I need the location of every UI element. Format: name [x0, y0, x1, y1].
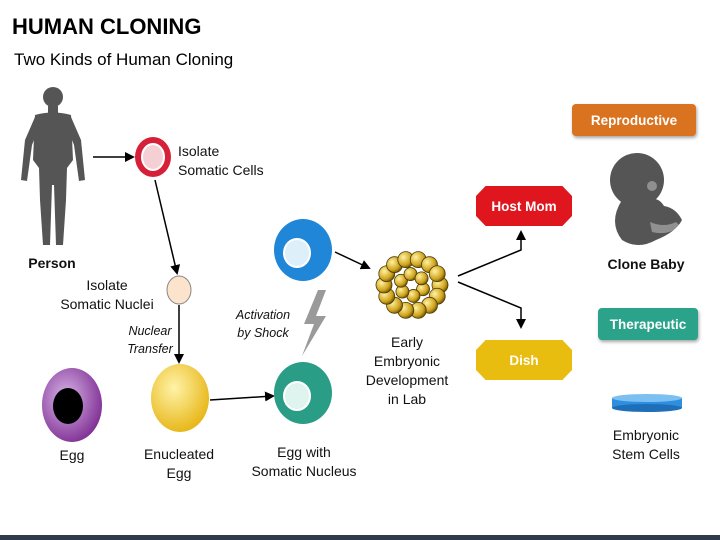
arrow-to-dish: [457, 281, 526, 329]
host-mom-box: Host Mom: [476, 186, 572, 226]
arrow-egg-to-fused: [209, 391, 275, 402]
arrow-to-host-mom: [457, 230, 526, 277]
page-subtitle: Two Kinds of Human Cloning: [14, 50, 234, 69]
therapeutic-box: Therapeutic: [598, 308, 698, 340]
embryo-cell: [414, 271, 429, 286]
egg-with-nucleus-label: Egg with Somatic Nucleus: [251, 444, 357, 479]
egg-icon: [42, 368, 102, 442]
clone-baby-label: Clone Baby: [607, 256, 685, 272]
somatic-cell-icon: [135, 137, 171, 177]
enucleated-egg-label: Enucleated Egg: [143, 446, 215, 481]
person-label: Person: [28, 255, 76, 271]
petri-disc-icon: [612, 394, 682, 412]
embryo-label: Early Embryonic Development in Lab: [365, 334, 449, 407]
embryo-cluster-icon: [375, 251, 449, 319]
lightning-icon: [302, 290, 326, 356]
enucleated-egg-icon: [151, 364, 209, 432]
arrow-cell-to-nucleus: [154, 179, 181, 275]
reproductive-box: Reproductive: [572, 104, 696, 136]
activated-cell-icon: [274, 219, 332, 281]
page-title: HUMAN CLONING: [12, 14, 202, 39]
arrow-cell-to-embryo: [334, 251, 371, 270]
egg-label: Egg: [59, 447, 85, 463]
footer-bar: [0, 535, 720, 540]
isolate-cells-label: Isolate Somatic Cells: [178, 143, 264, 178]
person-silhouette-icon: [21, 87, 85, 245]
embryo-cell: [394, 273, 408, 288]
egg-with-nucleus-icon: [274, 362, 332, 424]
fetus-icon: [610, 153, 682, 245]
nuclear-transfer-label: Nuclear Transfer: [127, 324, 173, 356]
stem-cells-label: Embryonic Stem Cells: [612, 427, 680, 462]
isolate-nuclei-label: Isolate Somatic Nuclei: [60, 277, 154, 312]
somatic-nucleus-icon: [166, 275, 192, 305]
embryo-cell: [428, 265, 446, 283]
activation-label: Activation by Shock: [235, 308, 291, 340]
dish-box: Dish: [476, 340, 572, 380]
